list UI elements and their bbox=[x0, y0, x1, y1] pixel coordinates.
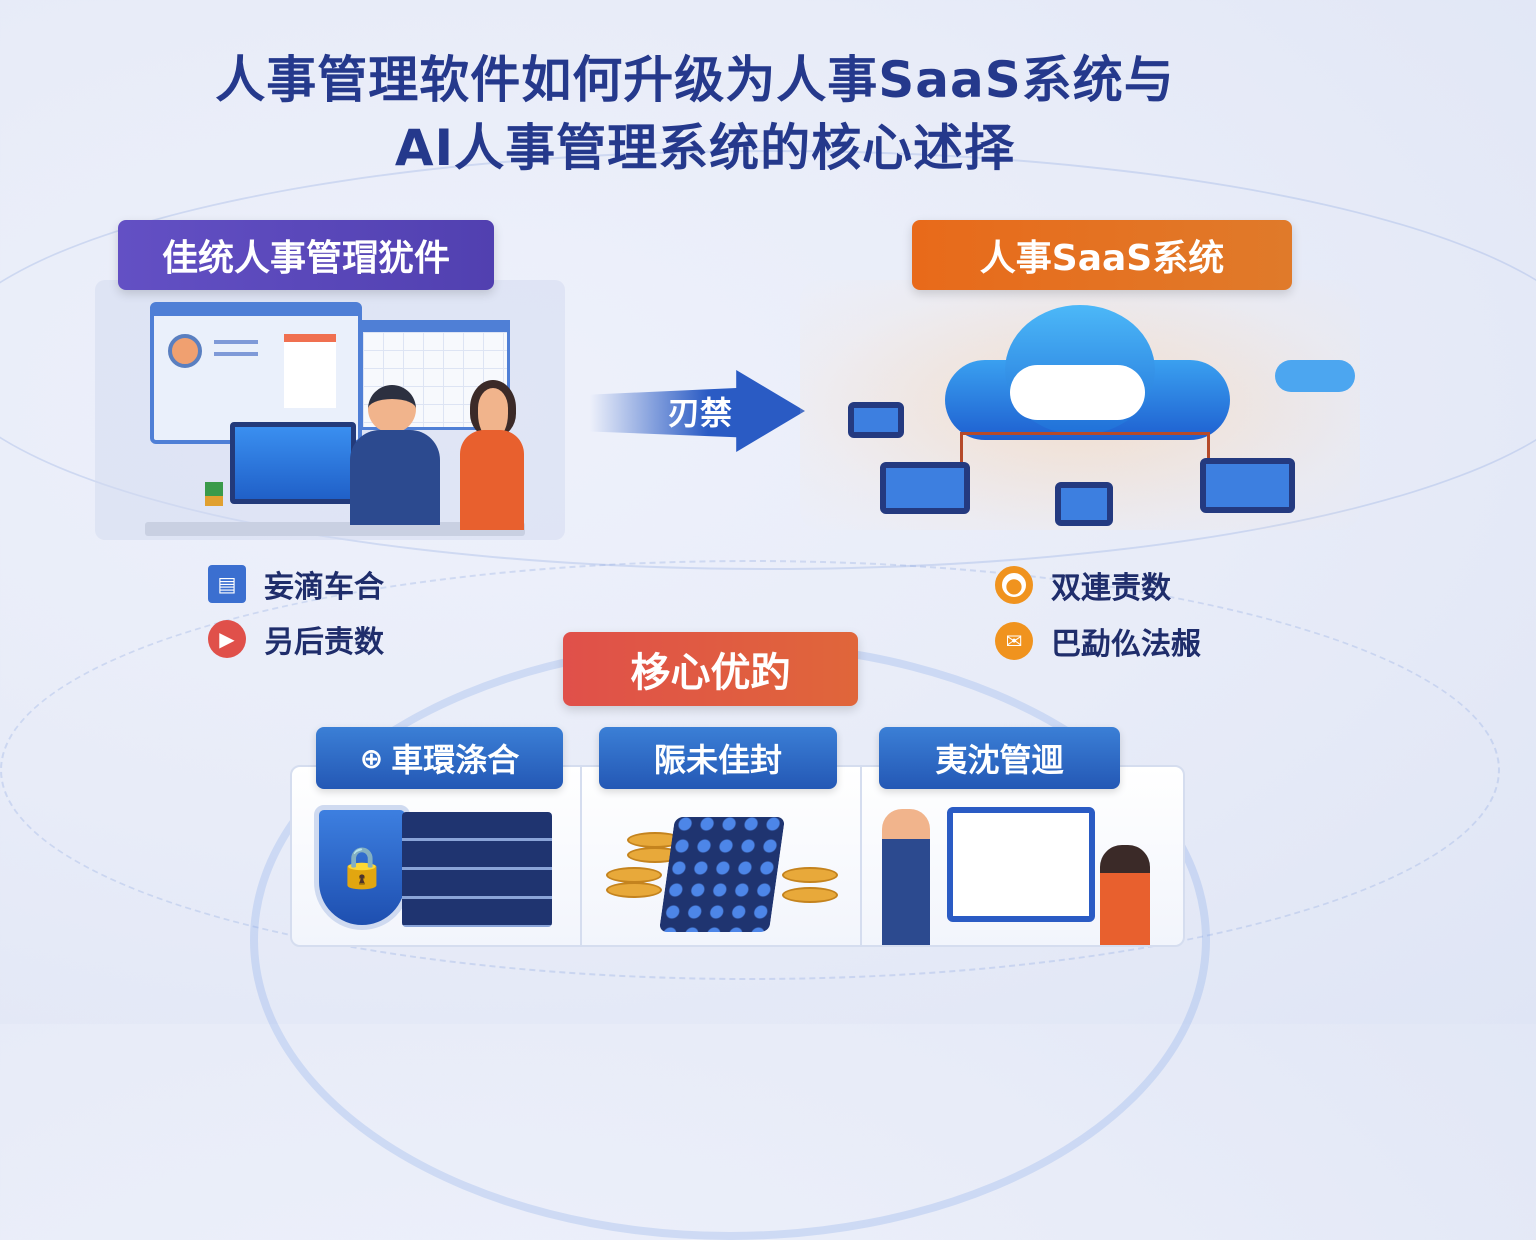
card-title-integration: ⊕ 車環涤合 bbox=[316, 727, 563, 789]
calculator-icon bbox=[658, 817, 786, 932]
document-icon: ▤ bbox=[208, 565, 246, 603]
card-title-cost: 陙未佳封 bbox=[599, 727, 837, 789]
upgrade-arrow-label: 刃禁 bbox=[668, 394, 733, 432]
coin-stack bbox=[606, 882, 662, 898]
legacy-software-label: 佳统人事管瑁犹件 bbox=[118, 220, 494, 290]
man-body bbox=[350, 430, 440, 525]
globe-icon: ⊕ bbox=[359, 741, 384, 775]
laptop-icon bbox=[1200, 458, 1295, 513]
woman-figure bbox=[1100, 845, 1150, 945]
legacy-feature-2: ▶ 叧后责数 bbox=[208, 617, 384, 661]
man-figure bbox=[368, 385, 416, 433]
shield-lock-icon: 🔒 bbox=[314, 805, 410, 930]
legacy-feature-1: ▤ 妄滴车合 bbox=[208, 562, 384, 606]
page-title-line1: 人事管理软件如何升级为人事SaaS系统与 bbox=[215, 51, 1175, 109]
card-security: 🔒 bbox=[290, 765, 582, 947]
laptop-icon bbox=[848, 402, 904, 438]
woman-figure bbox=[470, 380, 516, 436]
legacy-feature-1-text: 妄滴车合 bbox=[264, 570, 384, 605]
saas-system-label: 人事SaaS系统 bbox=[912, 220, 1292, 290]
coin-stack bbox=[606, 867, 662, 883]
coin-stack bbox=[782, 887, 838, 903]
plant-icon bbox=[205, 482, 223, 506]
shield-icon: ✉ bbox=[995, 622, 1033, 660]
page-title-line2: AI人事管理系统的核心述择 bbox=[394, 119, 1016, 177]
desk bbox=[145, 522, 525, 536]
coin-stack bbox=[782, 867, 838, 883]
man-figure bbox=[882, 809, 930, 945]
card-management bbox=[860, 765, 1185, 947]
cloud-icon bbox=[945, 305, 1230, 440]
card-cost bbox=[580, 765, 862, 947]
laptop-icon bbox=[880, 462, 970, 514]
legacy-feature-2-text: 叧后责数 bbox=[264, 625, 384, 660]
saas-feature-1: ● 双連责数 bbox=[995, 563, 1171, 607]
avatar-icon bbox=[168, 334, 202, 368]
large-monitor bbox=[947, 807, 1095, 922]
network-lines bbox=[960, 432, 1210, 472]
play-icon: ▶ bbox=[208, 620, 246, 658]
small-cloud-icon bbox=[1275, 360, 1355, 392]
saas-feature-1-text: 双連责数 bbox=[1051, 571, 1171, 606]
tablet-icon bbox=[1055, 482, 1113, 526]
card-title-text: 車環涤合 bbox=[391, 741, 520, 779]
saas-feature-2-text: 巴勐仫法赧 bbox=[1051, 627, 1201, 662]
location-icon: ● bbox=[995, 566, 1033, 604]
server-rack bbox=[402, 812, 552, 927]
card-title-management: 夷沈管逥 bbox=[879, 727, 1120, 789]
desktop-monitor bbox=[230, 422, 356, 504]
saas-feature-2: ✉ 巴勐仫法赧 bbox=[995, 619, 1201, 663]
core-advantages-label: 栘心优趵 bbox=[563, 632, 858, 706]
woman-body bbox=[460, 430, 524, 530]
